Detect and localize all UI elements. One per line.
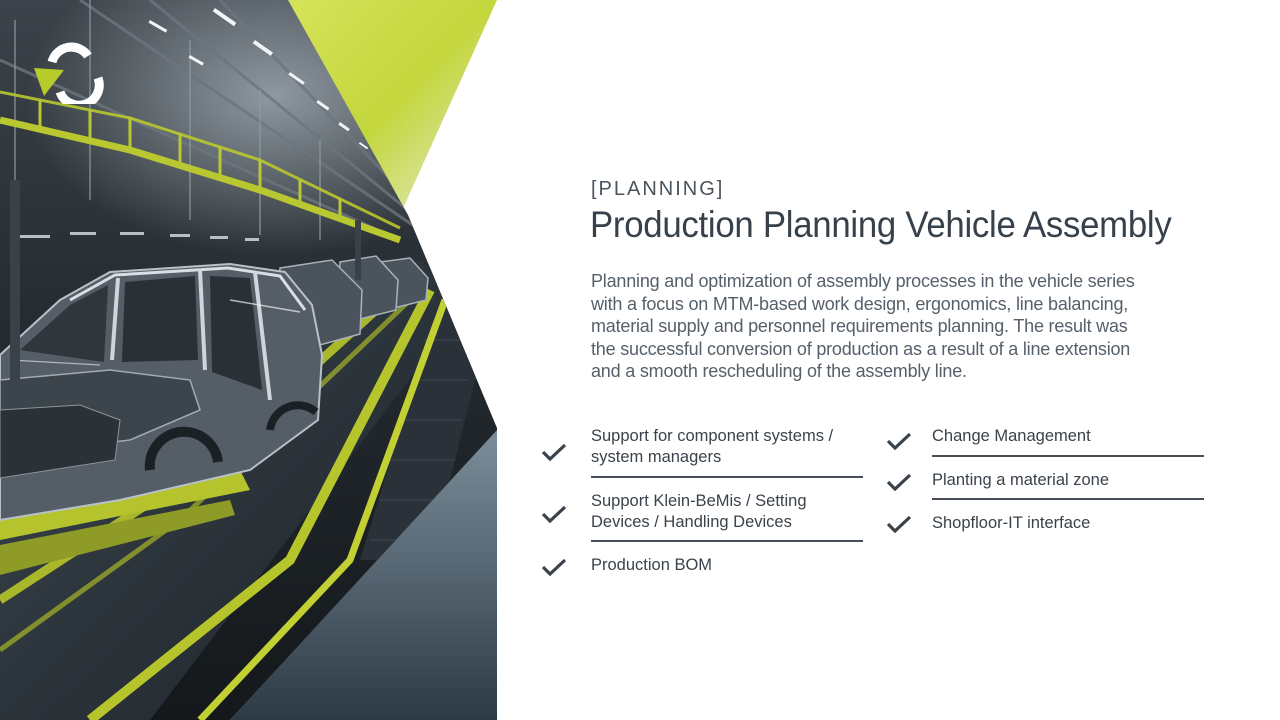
divider xyxy=(591,476,863,478)
check-icon xyxy=(886,432,912,451)
check-icon xyxy=(541,443,567,462)
list-item: Planting a material zone xyxy=(932,471,1110,489)
divider xyxy=(591,540,863,542)
list-item: Change Management xyxy=(932,427,1091,445)
check-icon xyxy=(541,505,567,524)
project-description: Planning and optimization of assembly pr… xyxy=(591,271,1135,381)
page-title: Production Planning Vehicle Assembly xyxy=(590,204,1172,245)
section-kicker: [PLANNING] xyxy=(591,178,725,200)
logo-mark xyxy=(30,40,110,110)
check-icon xyxy=(541,558,567,577)
list-item: Support Klein-BeMis / Setting Devices / … xyxy=(591,492,807,531)
list-item: Support for component systems / system m… xyxy=(591,427,834,466)
divider xyxy=(932,498,1204,500)
factory-assembly-photo xyxy=(0,0,497,720)
list-item: Shopfloor-IT interface xyxy=(932,514,1091,532)
check-icon xyxy=(886,515,912,534)
list-item: Production BOM xyxy=(591,556,713,574)
divider xyxy=(932,455,1204,457)
check-icon xyxy=(886,473,912,492)
